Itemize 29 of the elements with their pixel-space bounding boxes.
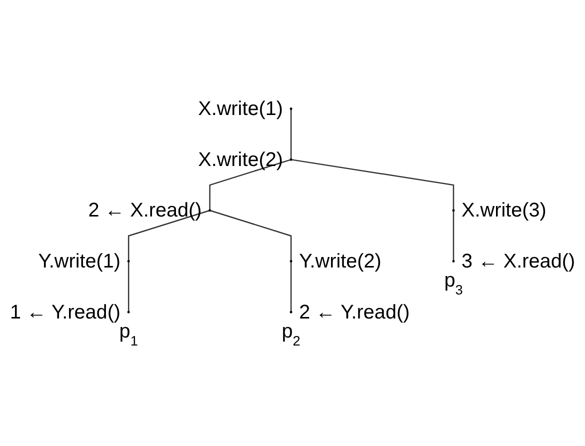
line [452,211,454,261]
process-label: p$_{2}$ [282,320,300,348]
node-caption: 3 ← X.read() [462,250,576,272]
dot [290,310,292,314]
line [128,210,210,261]
node-caption: X.write(3) [462,200,546,222]
line [210,210,292,261]
dot [290,108,292,110]
dot [452,209,455,212]
line [290,262,292,312]
dot [127,310,130,314]
process-label: p$_{1}$ [119,320,138,348]
node-caption: X.write(1) [198,98,283,120]
line [209,159,291,210]
dot [452,260,455,263]
node-caption: Y.write(2) [299,250,382,272]
line [290,109,292,159]
dot [208,209,212,212]
node-caption: Y.write(1) [38,250,121,272]
line [292,159,454,210]
node-caption: 2 ← Y.read() [299,301,410,324]
dot [290,158,292,161]
line [128,262,130,312]
node-caption: 1 ← Y.read() [10,301,121,324]
dot [127,260,130,263]
node-caption: 2 ← X.read() [88,200,202,222]
process-label: p$_{3}$ [444,270,463,298]
dot [290,260,292,263]
node-caption: X.write(2) [198,148,283,171]
